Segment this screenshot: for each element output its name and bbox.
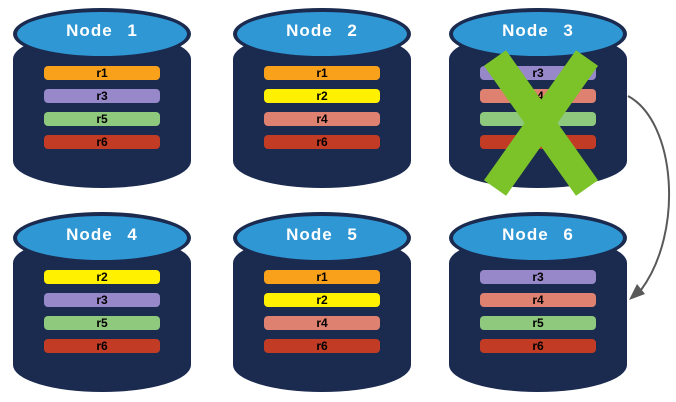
replica-list: r1 r2 r4 r6 [264, 270, 380, 353]
replica-bar-r5: r5 [44, 112, 160, 126]
failover-arrow-curve [627, 95, 671, 291]
node-title: Node 1 [66, 21, 138, 40]
cylinder-top [13, 212, 191, 264]
node-cylinder: Node 2 r1 r2 r4 r6 [233, 8, 411, 188]
cylinder-top [13, 8, 191, 60]
replica-bar-r4: r4 [264, 112, 380, 126]
replica-bar-r1: r1 [44, 66, 160, 80]
node-title: Node 6 [502, 225, 574, 244]
replica-bar-r1: r1 [264, 270, 380, 284]
replica-bar-r3: r3 [44, 89, 160, 103]
replica-bar-r6: r6 [264, 135, 380, 149]
replica-list: r1 r2 r4 r6 [264, 66, 380, 149]
node-title: Node 4 [66, 225, 138, 244]
node-title: Node 2 [286, 21, 358, 40]
cylinder-top [233, 212, 411, 264]
replica-bar-r6: r6 [44, 339, 160, 353]
replica-list: r1 r3 r5 r6 [44, 66, 160, 149]
replica-bar-r2: r2 [264, 89, 380, 103]
replica-list: r2 r3 r5 r6 [44, 270, 160, 353]
replica-list: r3 r4 r5 r6 [480, 270, 596, 353]
failover-arrowhead-icon [629, 284, 645, 300]
node-cylinder: Node 1 r1 r3 r5 r6 [13, 8, 191, 188]
replica-bar-r2: r2 [264, 293, 380, 307]
node-title: Node 5 [286, 225, 358, 244]
replica-bar-r4: r4 [264, 316, 380, 330]
replica-bar-r2: r2 [44, 270, 160, 284]
node-cylinder: Node 4 r2 r3 r5 r6 [13, 212, 191, 392]
replica-bar-r3: r3 [480, 270, 596, 284]
replica-bar-r6: r6 [480, 339, 596, 353]
cylinder-top [449, 212, 627, 264]
failure-x-icon [483, 50, 599, 196]
replica-bar-r6: r6 [264, 339, 380, 353]
replica-bar-r5: r5 [480, 316, 596, 330]
node-cylinder: Node 6 r3 r4 r5 r6 [449, 212, 627, 392]
node-cylinder: Node 5 r1 r2 r4 r6 [233, 212, 411, 392]
replica-bar-r6: r6 [44, 135, 160, 149]
cylinder-top [449, 8, 627, 60]
replica-bar-r5: r5 [44, 316, 160, 330]
replica-bar-r3: r3 [44, 293, 160, 307]
replica-bar-r1: r1 [264, 66, 380, 80]
cylinder-top [233, 8, 411, 60]
replica-bar-r4: r4 [480, 293, 596, 307]
node-title: Node 3 [502, 21, 574, 40]
